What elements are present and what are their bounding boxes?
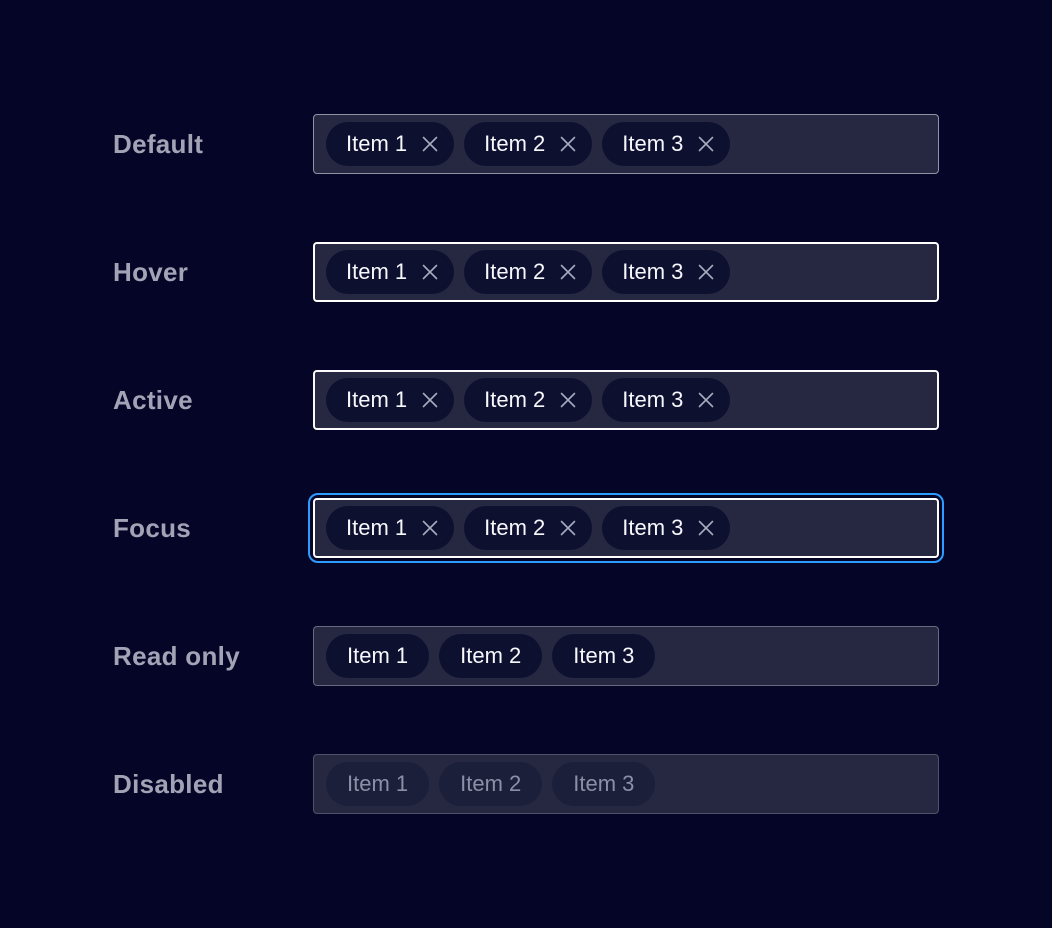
pill-item: Item 2: [464, 378, 593, 422]
close-icon: [560, 520, 576, 536]
pill-input-field-active[interactable]: Item 1 Item 2 Item 3: [313, 370, 939, 430]
pill-item-label: Item 1: [346, 259, 408, 284]
pill-item-label: Item 1: [346, 515, 408, 540]
pill-item-label: Item 1: [347, 771, 409, 796]
focus-ring: Item 1 Item 2 Item 3: [308, 493, 944, 563]
pill-item-label: Item 2: [460, 643, 522, 668]
state-row-focus: Focus Item 1 Item 2 Item 3: [113, 493, 1052, 563]
close-icon: [699, 392, 714, 408]
pill-item: Item 3: [602, 506, 731, 550]
state-row-active: Active Item 1 Item 2 Item 3: [113, 370, 1052, 430]
pill-input-states-sheet: Default Item 1 Item 2 Item 3: [113, 114, 1052, 814]
pill-remove-button[interactable]: [419, 261, 441, 283]
pill-input-field-default[interactable]: Item 1 Item 2 Item 3: [313, 114, 939, 174]
pill-item-label: Item 3: [573, 771, 635, 796]
state-label-hover: Hover: [113, 256, 189, 287]
pill-item: Item 2: [439, 634, 543, 678]
pill-item-label: Item 2: [484, 515, 546, 540]
close-icon: [422, 136, 438, 152]
close-icon: [699, 136, 714, 152]
close-icon: [560, 392, 576, 408]
close-icon: [699, 520, 714, 536]
pill-item-label: Item 2: [484, 131, 546, 156]
pill-item: Item 1: [326, 378, 455, 422]
pill-item-label: Item 2: [484, 387, 546, 412]
pill-item: Item 3: [552, 762, 656, 806]
pill-remove-button[interactable]: [695, 133, 717, 155]
pill-item-label: Item 3: [622, 131, 684, 156]
pill-item-label: Item 1: [346, 387, 408, 412]
pill-remove-button[interactable]: [419, 517, 441, 539]
pill-item: Item 1: [326, 506, 455, 550]
state-row-disabled: Disabled Item 1 Item 2 Item 3: [113, 754, 1052, 814]
pill-item: Item 3: [552, 634, 656, 678]
pill-item-label: Item 3: [622, 515, 684, 540]
pill-item: Item 1: [326, 122, 455, 166]
pill-item: Item 3: [602, 250, 731, 294]
pill-item: Item 3: [602, 122, 731, 166]
pill-remove-button[interactable]: [695, 517, 717, 539]
pill-input-field-focus[interactable]: Item 1 Item 2 Item 3: [313, 498, 939, 558]
state-row-hover: Hover Item 1 Item 2 Item 3: [113, 242, 1052, 302]
pill-item: Item 3: [602, 378, 731, 422]
pill-item-label: Item 3: [622, 387, 684, 412]
close-icon: [422, 264, 438, 280]
state-label-focus: Focus: [113, 512, 192, 543]
pill-item: Item 2: [464, 506, 593, 550]
pill-input-field-hover[interactable]: Item 1 Item 2 Item 3: [313, 242, 939, 302]
state-label-active: Active: [113, 384, 193, 415]
state-label-readonly: Read only: [113, 640, 240, 671]
pill-item: Item 1: [326, 634, 430, 678]
pill-item: Item 2: [464, 122, 593, 166]
pill-item: Item 2: [464, 250, 593, 294]
pill-remove-button[interactable]: [695, 389, 717, 411]
close-icon: [560, 264, 576, 280]
close-icon: [699, 264, 714, 280]
state-label-disabled: Disabled: [113, 768, 224, 799]
pill-input-field-readonly[interactable]: Item 1 Item 2 Item 3: [313, 626, 939, 686]
pill-remove-button[interactable]: [557, 517, 579, 539]
pill-remove-button[interactable]: [557, 389, 579, 411]
pill-item-label: Item 2: [484, 259, 546, 284]
close-icon: [560, 136, 576, 152]
pill-remove-button[interactable]: [419, 133, 441, 155]
close-icon: [422, 392, 438, 408]
pill-item: Item 1: [326, 762, 430, 806]
pill-item-label: Item 2: [460, 771, 522, 796]
state-row-readonly: Read only Item 1 Item 2 Item 3: [113, 626, 1052, 686]
pill-remove-button[interactable]: [557, 133, 579, 155]
pill-remove-button[interactable]: [557, 261, 579, 283]
pill-item: Item 1: [326, 250, 455, 294]
pill-remove-button[interactable]: [695, 261, 717, 283]
close-icon: [422, 520, 438, 536]
pill-item-label: Item 1: [347, 643, 409, 668]
state-label-default: Default: [113, 128, 204, 159]
state-row-default: Default Item 1 Item 2 Item 3: [113, 114, 1052, 174]
pill-item-label: Item 3: [573, 643, 635, 668]
pill-remove-button[interactable]: [419, 389, 441, 411]
pill-item-label: Item 3: [622, 259, 684, 284]
pill-item-label: Item 1: [346, 131, 408, 156]
pill-input-field-disabled: Item 1 Item 2 Item 3: [313, 754, 939, 814]
pill-item: Item 2: [439, 762, 543, 806]
